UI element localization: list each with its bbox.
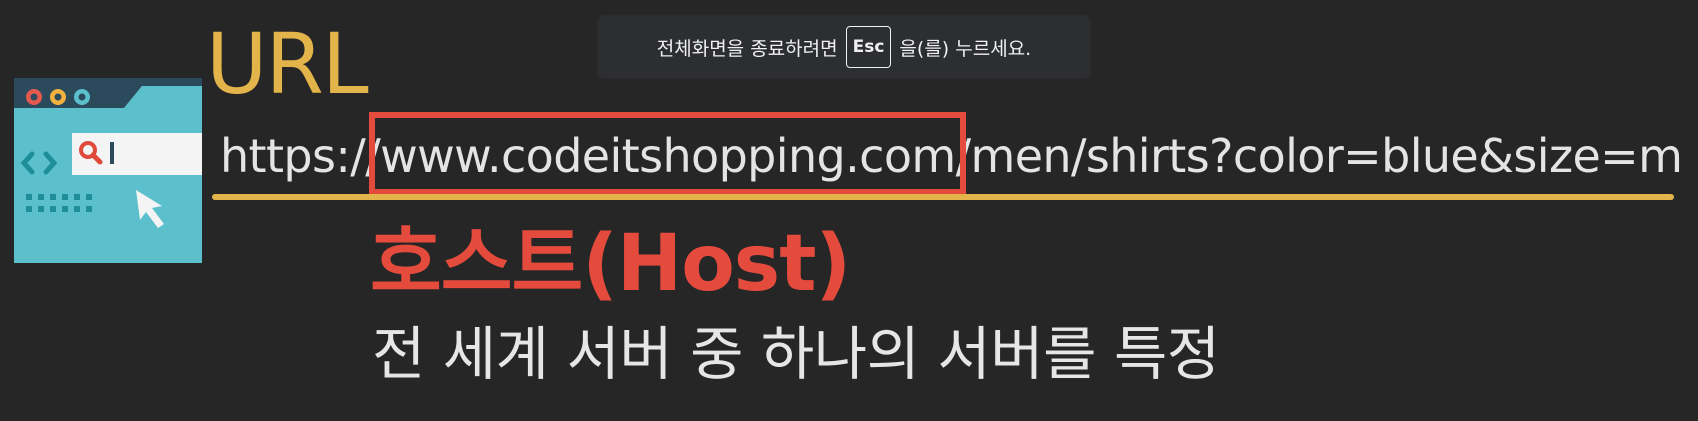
host-description: 전 세계 서버 중 하나의 서버를 특정: [372, 320, 1220, 388]
url-title: URL: [206, 15, 369, 113]
toast-text-before: 전체화면을 종료하려면: [656, 37, 838, 60]
fullscreen-exit-toast: 전체화면을 종료하려면 Esc 을(를) 누르세요.: [598, 16, 1090, 78]
url-host: /www.codeitshopping.com/: [365, 129, 971, 183]
url-path: men/shirts?color=blue&size=m: [970, 129, 1683, 183]
url-text: https://www.codeitshopping.com/men/shirt…: [220, 122, 1683, 190]
host-heading: 호스트(Host): [370, 219, 851, 309]
esc-key-badge: Esc: [845, 26, 892, 68]
url-scheme: https:/: [220, 129, 366, 183]
browser-window-illustration: [14, 78, 202, 263]
url-underline: [212, 194, 1674, 200]
host-highlight-box: [369, 112, 966, 195]
toast-text-after: 을(를) 누르세요.: [899, 37, 1032, 60]
